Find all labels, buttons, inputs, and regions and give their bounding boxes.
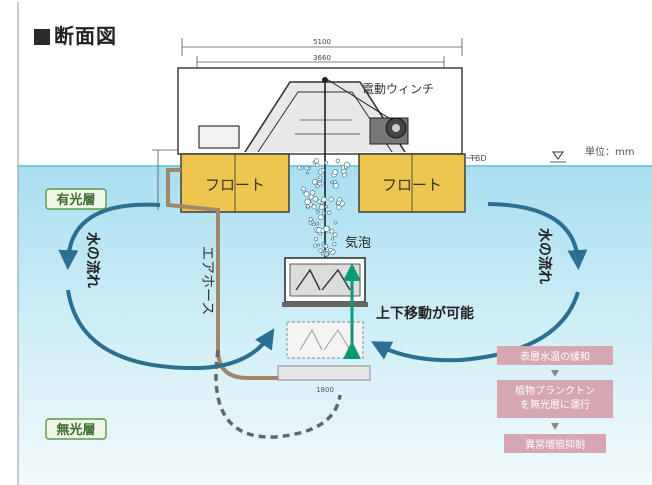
bubble	[302, 189, 306, 193]
bottom-dim: 1800	[316, 386, 334, 394]
dim-outer: 5100	[313, 38, 331, 46]
dimension-lines	[152, 38, 476, 210]
water-flow-left-label: 水の流れ	[84, 232, 101, 288]
bubble	[332, 232, 338, 238]
bubble	[332, 242, 337, 247]
bubble	[328, 196, 334, 202]
bubble	[317, 179, 321, 183]
bubble	[321, 211, 326, 215]
photic-layer-label: 有光層	[56, 192, 95, 208]
flow-step-2	[497, 380, 613, 418]
bubble	[308, 194, 314, 200]
dim-inner: 3660	[313, 54, 331, 62]
bubble-icon	[297, 158, 350, 257]
bubble	[330, 180, 334, 184]
unit-label: 単位：mm	[585, 145, 634, 158]
flow-step-3-label: 異常増殖抑制	[525, 438, 585, 451]
flow-step-3	[504, 434, 606, 453]
bubble	[300, 166, 304, 170]
bubble	[333, 220, 338, 225]
bubble	[332, 169, 339, 175]
flow-step-2-label: 植物プランクトンを無光層に運行	[515, 384, 595, 411]
bubble	[311, 179, 318, 185]
bubble	[311, 204, 317, 210]
control-box	[198, 125, 240, 149]
bubble	[318, 204, 325, 210]
float-right-label: フロート	[382, 176, 442, 194]
bubble	[314, 158, 319, 164]
bubbles-label: 気泡	[345, 235, 371, 251]
title-square-icon	[34, 29, 50, 45]
aphotic-layer-label: 無光層	[56, 422, 95, 438]
water-flow-right-label: 水の流れ	[536, 228, 553, 284]
bubble	[333, 182, 339, 189]
aphotic-layer-tag	[45, 418, 107, 440]
dim-tbd: TBD	[469, 154, 487, 163]
device-upper	[282, 257, 368, 307]
bubble	[333, 180, 337, 184]
bubble	[318, 248, 323, 253]
bubble	[327, 210, 332, 215]
bubble	[320, 168, 325, 173]
bubble	[336, 204, 342, 210]
bubble	[316, 199, 322, 205]
bubble	[313, 236, 318, 241]
bubble	[303, 191, 310, 198]
bubble	[306, 171, 309, 175]
bubble	[307, 166, 311, 170]
bubble	[317, 243, 320, 247]
flow-arrow-right-down	[487, 202, 588, 270]
bubble	[325, 252, 329, 256]
bubble	[315, 222, 319, 226]
bubble	[312, 222, 316, 227]
bubble	[304, 198, 311, 205]
bubble	[337, 197, 342, 202]
vertical-move-label: 上下移動が可能	[376, 305, 474, 322]
bubble	[323, 225, 330, 232]
bubble	[316, 208, 319, 212]
flow-arrow-left-bottom	[66, 289, 275, 371]
bubble	[305, 204, 310, 209]
bubble	[321, 196, 327, 203]
bubble	[341, 172, 347, 178]
down-arrow-icon	[551, 423, 559, 430]
photic-layer-tag	[45, 188, 107, 210]
bubble	[330, 237, 335, 241]
flow-arrow-left-down	[58, 202, 161, 270]
bubble	[315, 162, 320, 168]
winch-icon	[369, 117, 409, 145]
superstructure	[177, 67, 463, 260]
bubble	[324, 205, 328, 209]
air-hose-label: エアホース	[199, 246, 215, 315]
bubble	[308, 217, 313, 222]
swing-path	[214, 349, 342, 439]
bubble	[315, 184, 320, 189]
bubble	[324, 160, 328, 165]
bubble	[329, 229, 335, 234]
device-lower-ghost	[277, 321, 371, 381]
bubble	[312, 196, 319, 202]
water-level-icon	[552, 151, 564, 160]
bubble	[335, 158, 340, 163]
diagram-title: 断面図	[34, 20, 117, 49]
float-left-label: フロート	[205, 176, 265, 194]
bubble	[310, 190, 316, 196]
down-arrow-icon	[551, 370, 559, 377]
winch-label: 電動ウィンチ	[362, 82, 434, 96]
bubble	[322, 249, 326, 253]
bubble	[318, 214, 324, 221]
bubble	[344, 165, 348, 170]
flow-arrow-right-bottom	[370, 291, 580, 363]
bubble	[328, 247, 333, 252]
bubble	[313, 243, 318, 248]
title-text: 断面図	[54, 24, 117, 48]
flow-step-1-label: 表層水温の緩和	[520, 350, 590, 363]
bubble	[324, 244, 329, 249]
flow-step-1	[497, 346, 613, 365]
